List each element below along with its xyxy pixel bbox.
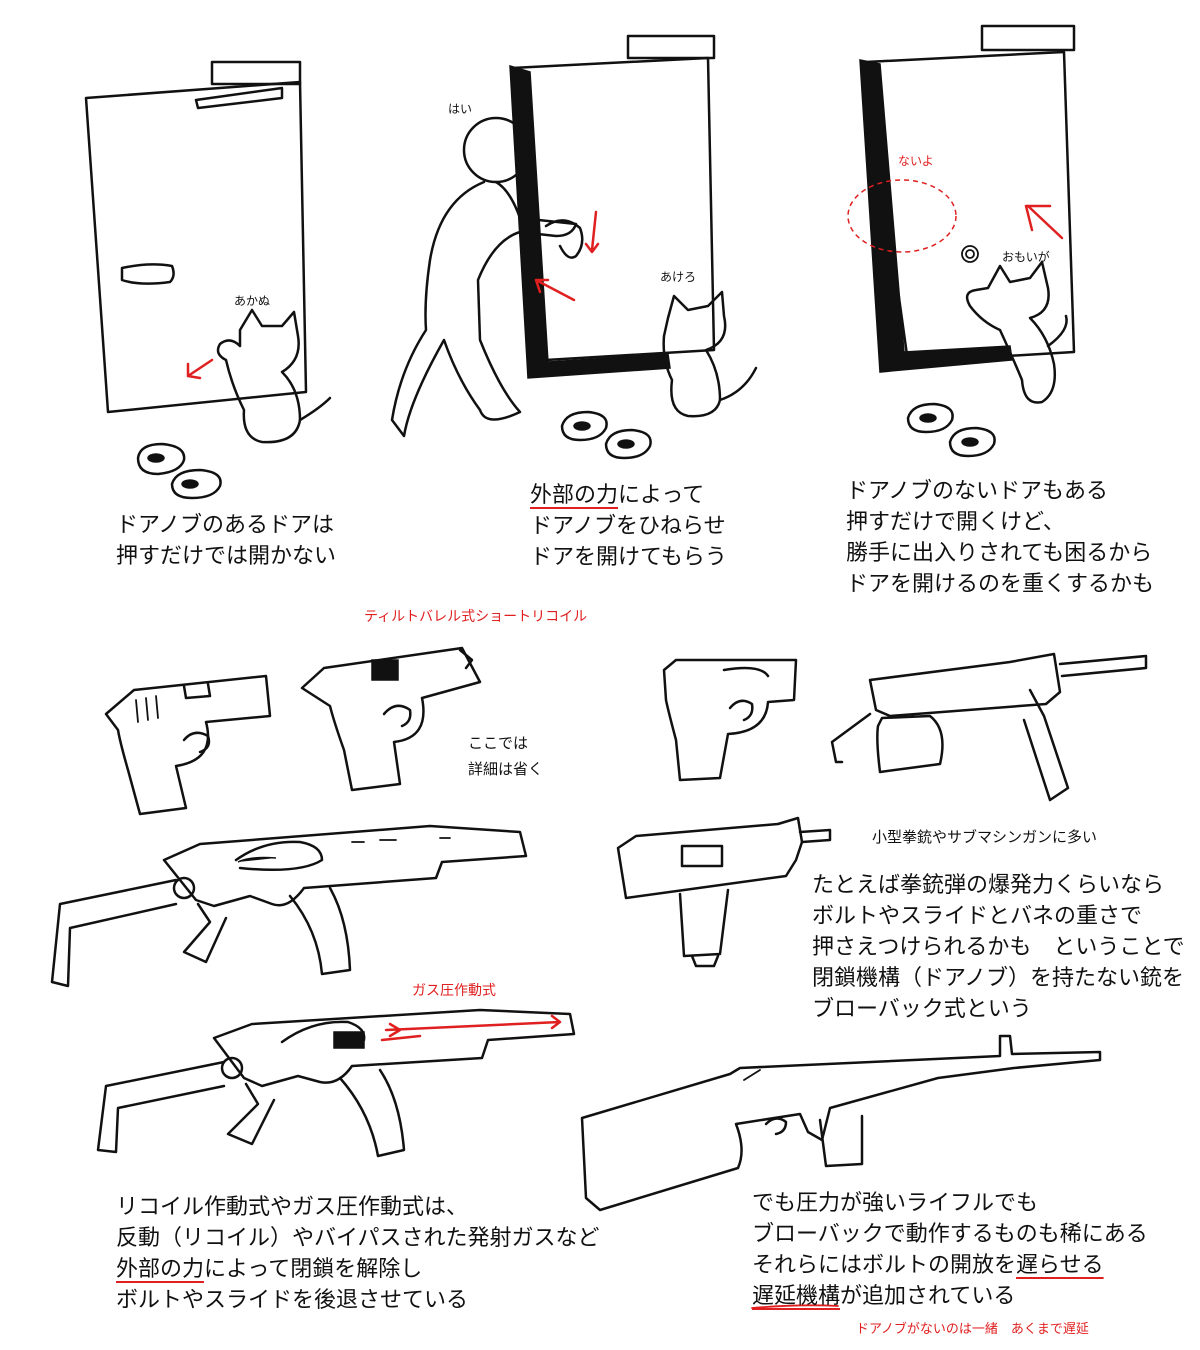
delayed-blowback-rifle-drawing xyxy=(580,1034,1102,1212)
pistol-closed-drawing xyxy=(104,674,272,816)
uzi-drawing xyxy=(616,816,832,968)
door-knob-icon xyxy=(120,263,175,285)
delay-note: ドアノブがないのは一緒 あくまで遅延 xyxy=(856,1322,1089,1337)
cat-figure-3 xyxy=(965,260,1068,404)
caption-line: それらにはボルトの開放を遅らせる xyxy=(752,1250,1148,1281)
caption-text: によって xyxy=(618,483,705,508)
pistol-open-drawing xyxy=(300,646,482,792)
caption-line: ボルトやスライドを後退させている xyxy=(116,1288,469,1313)
caption-line: 反動（リコイル）やバイパスされた発射ガスなど xyxy=(116,1226,600,1251)
note-underline xyxy=(751,1304,839,1309)
gas-operated-label: ガス圧作動式 xyxy=(412,983,496,999)
caption-line: ドアノブをひねらせ xyxy=(530,514,726,539)
caption-line: 押さえつけられるかも ということで xyxy=(812,935,1185,960)
cat-label-2: あけろ xyxy=(660,270,697,284)
push-arrow-icon xyxy=(1024,204,1064,240)
caption-line: たとえば拳銃弾の爆発力くらいなら xyxy=(812,873,1165,898)
door-shadow xyxy=(509,64,671,379)
caption-line: ボルトやスライドとバネの重さで xyxy=(812,904,1143,929)
door-shadow xyxy=(859,59,1013,373)
caption-line: リコイル作動式やガス圧作動式は、 xyxy=(116,1195,469,1220)
caption-line: ブローバック式という xyxy=(812,997,1032,1022)
submachine-gun-drawing xyxy=(830,652,1148,802)
note-line: 詳細は省く xyxy=(468,760,544,778)
recoil-caption: リコイル作動式やガス圧作動式は、 反動（リコイル）やバイパスされた発射ガスなど … xyxy=(116,1192,600,1316)
person-figure xyxy=(390,116,584,438)
delay-caption: でも圧力が強いライフルでも ブローバックで動作するものも稀にある それらにはボル… xyxy=(752,1188,1148,1312)
caption-line: 押すだけで開くけど、 xyxy=(846,510,1065,535)
shoe-icon xyxy=(170,468,222,500)
highlight-external-force: 外部の力 xyxy=(116,1257,205,1282)
caption-line: 外部の力によって xyxy=(530,480,727,511)
panel2-person-opens-door xyxy=(390,34,758,460)
shoe-icon xyxy=(136,442,186,476)
caption-line: ブローバックで動作するものも稀にある xyxy=(752,1222,1148,1247)
caption-line: 閉鎖機構（ドアノブ）を持たない銃を xyxy=(812,966,1185,991)
caption-line: ドアを開けるのを重くするかも xyxy=(846,572,1155,597)
caption-line: ドアノブのあるドアは xyxy=(116,513,335,538)
highlight-delay-mechanism: 遅延機構 xyxy=(752,1284,841,1309)
tilt-barrel-label: ティルトバレル式ショートリコイル xyxy=(364,609,588,625)
missing-knob-circle xyxy=(847,179,957,253)
caption-text: によって閉鎖を解除し xyxy=(204,1257,423,1282)
shoe-icon xyxy=(604,428,652,460)
push-arrow-icon xyxy=(186,358,214,380)
note-line: ここでは xyxy=(468,734,529,752)
panel3-caption: ドアノブのないドアもある 押すだけで開くけど、 勝手に出入りされても困るから ド… xyxy=(846,476,1154,600)
panel1-caption: ドアノブのあるドアは 押すだけでは開かない xyxy=(116,510,336,572)
shoe-icon xyxy=(906,402,954,434)
person-label: はい xyxy=(448,102,473,116)
small-gun-note: 小型拳銃やサブマシンガンに多い xyxy=(872,828,1098,846)
panel1-door-with-knob xyxy=(84,60,332,500)
caption-line: 押すだけでは開かない xyxy=(116,544,337,569)
cat-label-3: おもいが xyxy=(1002,250,1050,264)
caption-line: 遅延機構が追加されている xyxy=(752,1281,1148,1312)
blowback-caption: たとえば拳銃弾の爆発力くらいなら ボルトやスライドとバネの重さで 押さえつけられ… xyxy=(812,870,1185,1025)
caption-line: ドアノブのないドアもある xyxy=(846,479,1109,504)
omit-note: ここでは 詳細は省く xyxy=(468,730,543,782)
caption-text: それらにはボルトの開放を xyxy=(752,1253,1017,1278)
panel3-door-without-knob xyxy=(847,24,1076,458)
panel2-caption: 外部の力によって ドアノブをひねらせ ドアを開けてもらう xyxy=(530,480,727,573)
gas-flow-arrow-icon xyxy=(380,1014,562,1042)
shoe-icon xyxy=(560,410,608,442)
blowback-pistol-drawing xyxy=(662,658,798,782)
caption-line: 勝手に出入りされても困るから xyxy=(846,541,1153,566)
highlight-external-force: 外部の力 xyxy=(530,483,619,508)
caption-line: ドアを開けてもらう xyxy=(530,545,727,570)
ak-rifle-drawing-1 xyxy=(50,824,528,988)
caption-line: 外部の力によって閉鎖を解除し xyxy=(116,1254,600,1285)
shoe-icon xyxy=(948,426,996,458)
turn-arrow-icon xyxy=(584,210,600,254)
missing-knob-label: ないよ xyxy=(898,154,934,168)
cat-label-1: あかぬ xyxy=(234,294,271,308)
cat-figure-2 xyxy=(662,290,758,418)
ak-rifle-drawing-2 xyxy=(96,1008,576,1158)
cat-figure-1 xyxy=(216,308,332,444)
highlight-delay: 遅らせる xyxy=(1016,1253,1104,1278)
caption-text: が追加されている xyxy=(840,1284,1016,1309)
caption-line: でも圧力が強いライフルでも xyxy=(752,1191,1039,1216)
push-arrow-icon xyxy=(534,278,576,302)
